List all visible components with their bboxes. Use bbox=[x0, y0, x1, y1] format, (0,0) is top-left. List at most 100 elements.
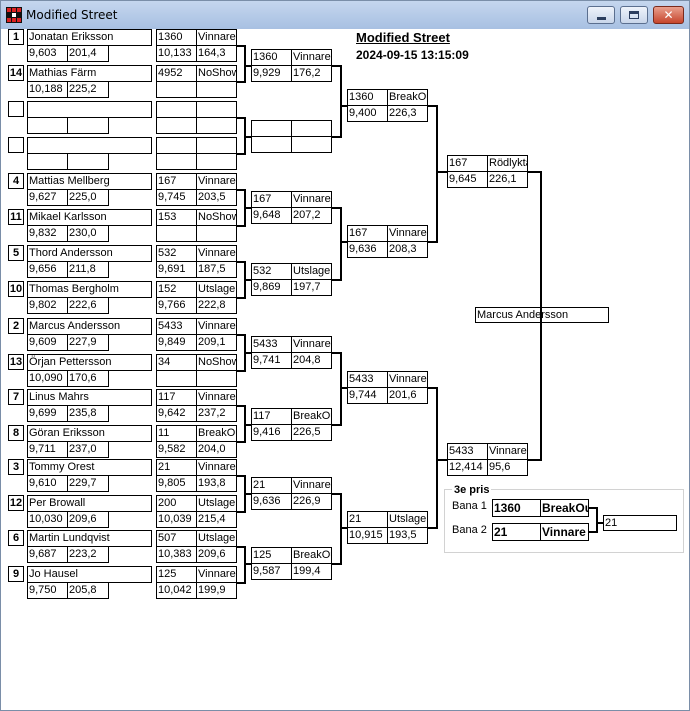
trap-speed: 222,8 bbox=[196, 297, 237, 314]
title-bar[interactable]: Modified Street ✕ bbox=[1, 1, 689, 29]
race-result[interactable]: NoShow bbox=[196, 209, 237, 226]
car-number[interactable]: 5433 bbox=[156, 318, 197, 335]
racer-name[interactable]: Tommy Orest bbox=[27, 459, 152, 476]
racer-name[interactable] bbox=[27, 137, 152, 154]
racer-name[interactable]: Jo Hausel bbox=[27, 566, 152, 583]
racer-name[interactable]: Thord Andersson bbox=[27, 245, 152, 262]
race-result[interactable]: Vinnare bbox=[387, 371, 428, 388]
seed-box: 13 bbox=[8, 354, 24, 370]
car-number[interactable]: 167 bbox=[447, 155, 488, 172]
race-result[interactable]: Vinnare bbox=[291, 49, 332, 66]
racer-name[interactable]: Jonatan Eriksson bbox=[27, 29, 152, 46]
race-result[interactable]: BreakOut bbox=[196, 425, 237, 442]
racer-name[interactable]: Mikael Karlsson bbox=[27, 209, 152, 226]
car-number[interactable]: 532 bbox=[251, 263, 292, 280]
racer-name[interactable]: Linus Mahrs bbox=[27, 389, 152, 406]
car-number[interactable]: 152 bbox=[156, 281, 197, 298]
speed: 230,0 bbox=[67, 225, 109, 242]
race-result[interactable] bbox=[291, 120, 332, 137]
elapsed-time: 9,587 bbox=[251, 563, 292, 580]
close-button[interactable]: ✕ bbox=[653, 6, 684, 24]
bracket-connector bbox=[528, 171, 541, 173]
elapsed-time bbox=[156, 81, 197, 98]
race-result[interactable]: Vinnare bbox=[196, 245, 237, 262]
race-result[interactable]: Vinnare bbox=[196, 389, 237, 406]
racer-name[interactable]: Örjan Pettersson bbox=[27, 354, 152, 371]
minimize-button[interactable] bbox=[587, 6, 615, 24]
race-result[interactable]: Utslagen bbox=[196, 281, 237, 298]
elapsed-time: 10,915 bbox=[347, 527, 388, 544]
car-number[interactable]: 1360 bbox=[156, 29, 197, 46]
bracket-connector bbox=[596, 507, 598, 533]
car-number[interactable]: 167 bbox=[347, 225, 388, 242]
race-result[interactable]: Vinnare bbox=[291, 477, 332, 494]
race-result[interactable]: Utslagen bbox=[291, 263, 332, 280]
car-number[interactable]: 125 bbox=[156, 566, 197, 583]
car-number[interactable]: 21 bbox=[251, 477, 292, 494]
elapsed-time: 9,416 bbox=[251, 424, 292, 441]
racer-name[interactable]: Martin Lundqvist bbox=[27, 530, 152, 547]
race-result[interactable]: BreakOut bbox=[291, 408, 332, 425]
trap-speed: 204,0 bbox=[196, 441, 237, 458]
bracket-connector bbox=[332, 424, 341, 426]
race-result[interactable]: Vinnare bbox=[196, 566, 237, 583]
race-result[interactable]: NoShow bbox=[196, 65, 237, 82]
racer-name[interactable] bbox=[27, 101, 152, 118]
racer-name[interactable]: Mattias Mellberg bbox=[27, 173, 152, 190]
racer-name[interactable]: Göran Eriksson bbox=[27, 425, 152, 442]
bracket-connector bbox=[237, 45, 245, 47]
race-result[interactable]: Utslagen bbox=[196, 530, 237, 547]
car-number[interactable]: 125 bbox=[251, 547, 292, 564]
race-result[interactable]: Vinnare bbox=[487, 443, 528, 460]
racer-name[interactable]: Per Browall bbox=[27, 495, 152, 512]
car-number[interactable]: 507 bbox=[156, 530, 197, 547]
racer-name[interactable]: Thomas Bergholm bbox=[27, 281, 152, 298]
car-number[interactable]: 4952 bbox=[156, 65, 197, 82]
car-number[interactable]: 5433 bbox=[251, 336, 292, 353]
race-result[interactable] bbox=[196, 137, 237, 154]
elapsed-time bbox=[251, 136, 292, 153]
car-number[interactable]: 153 bbox=[156, 209, 197, 226]
car-number[interactable]: 117 bbox=[156, 389, 197, 406]
bracket-connector bbox=[237, 582, 245, 584]
car-number[interactable]: 167 bbox=[156, 173, 197, 190]
car-number[interactable]: 21 bbox=[347, 511, 388, 528]
race-result[interactable]: BreakOut bbox=[387, 89, 428, 106]
car-number[interactable]: 167 bbox=[251, 191, 292, 208]
bracket-connector bbox=[244, 546, 246, 584]
car-number[interactable]: 532 bbox=[156, 245, 197, 262]
race-result[interactable]: Vinnare bbox=[291, 336, 332, 353]
car-number[interactable]: 21 bbox=[156, 459, 197, 476]
car-number[interactable] bbox=[156, 137, 197, 154]
car-number[interactable]: 200 bbox=[156, 495, 197, 512]
car-number[interactable]: 5433 bbox=[347, 371, 388, 388]
race-result[interactable]: Utslagen bbox=[196, 495, 237, 512]
car-number[interactable]: 5433 bbox=[447, 443, 488, 460]
race-result[interactable]: Vinnare bbox=[291, 191, 332, 208]
car-number[interactable] bbox=[156, 101, 197, 118]
race-result[interactable]: Utslagen bbox=[387, 511, 428, 528]
car-number[interactable] bbox=[251, 120, 292, 137]
car-number[interactable]: 1360 bbox=[251, 49, 292, 66]
car-number[interactable]: 1360 bbox=[347, 89, 388, 106]
trap-speed: 193,8 bbox=[196, 475, 237, 492]
car-number[interactable]: 11 bbox=[156, 425, 197, 442]
race-result[interactable]: Vinnare bbox=[196, 173, 237, 190]
race-result[interactable]: BreakOut bbox=[291, 547, 332, 564]
seed-box: 10 bbox=[8, 281, 24, 297]
race-result[interactable]: Vinnare bbox=[387, 225, 428, 242]
race-result[interactable]: Vinnare bbox=[196, 29, 237, 46]
race-result[interactable]: Vinnare bbox=[196, 459, 237, 476]
race-result[interactable] bbox=[196, 101, 237, 118]
car-number[interactable]: 117 bbox=[251, 408, 292, 425]
race-result[interactable]: Rödlykta bbox=[487, 155, 528, 172]
race-result[interactable]: Vinnare bbox=[196, 318, 237, 335]
race-result[interactable]: NoShow bbox=[196, 354, 237, 371]
racer-name[interactable]: Marcus Andersson bbox=[27, 318, 152, 335]
maximize-button[interactable] bbox=[620, 6, 648, 24]
third-place-group bbox=[444, 489, 684, 553]
reaction-time: 10,188 bbox=[27, 81, 68, 98]
bracket-connector bbox=[245, 136, 251, 138]
car-number[interactable]: 34 bbox=[156, 354, 197, 371]
racer-name[interactable]: Mathias Färm bbox=[27, 65, 152, 82]
